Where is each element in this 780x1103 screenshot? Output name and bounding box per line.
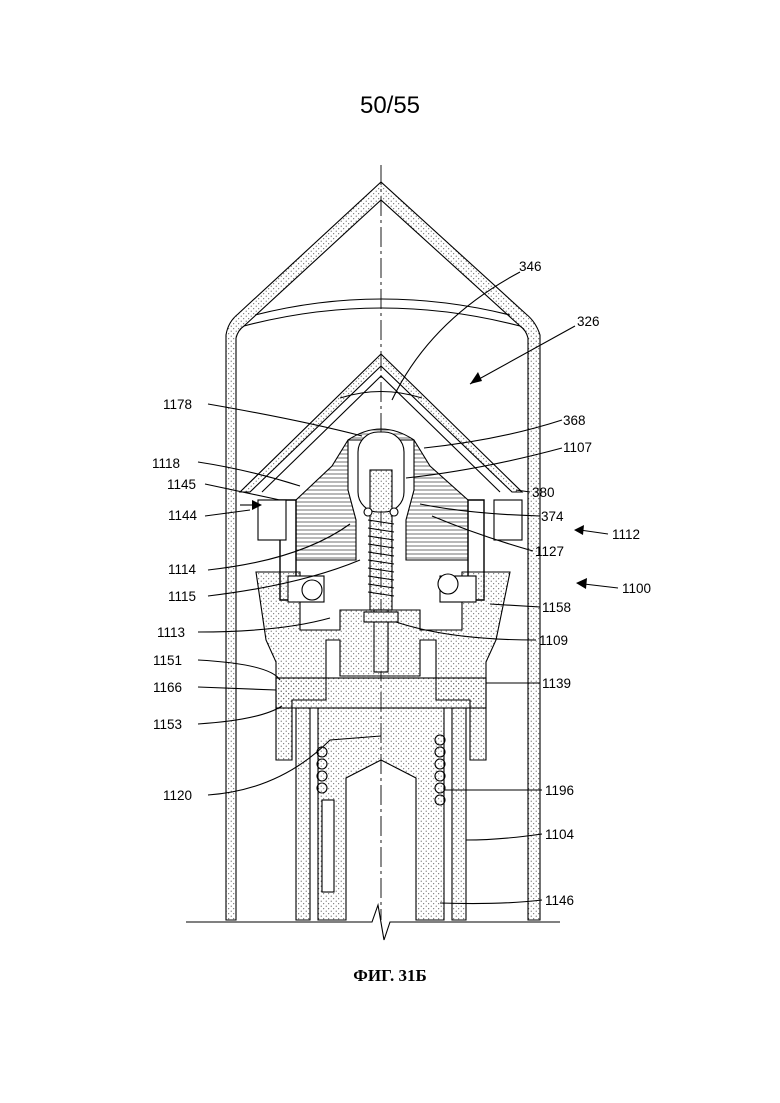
label-1146: 1146 [545,893,574,908]
label-346: 346 [519,259,542,274]
label-1145: 1145 [167,477,196,492]
label-1153: 1153 [153,717,182,732]
label-380: 380 [532,485,555,500]
label-1196: 1196 [545,783,574,798]
label-1112: 1112 [612,527,640,542]
label-1139: 1139 [542,676,571,691]
figure-caption: ФИГ. 31Б [0,966,780,986]
label-368: 368 [563,413,586,428]
label-1127: 1127 [535,544,564,559]
label-1113: 1113 [157,625,185,640]
label-1144: 1144 [168,508,198,523]
label-1151: 1151 [153,653,182,668]
cross-pin [276,678,486,708]
label-1114: 1114 [168,562,197,577]
label-1118: 1118 [152,456,180,471]
label-1109: 1109 [539,633,568,648]
label-1100: 1100 [622,581,651,596]
label-1158: 1158 [542,600,571,615]
label-1107: 1107 [563,440,592,455]
label-374: 374 [541,509,564,524]
label-1120: 1120 [163,788,192,803]
break-line [186,905,560,940]
label-326: 326 [577,314,600,329]
label-1104: 1104 [545,827,575,842]
label-1166: 1166 [153,680,182,695]
label-1178: 1178 [163,397,192,412]
label-1115: 1115 [168,589,196,604]
